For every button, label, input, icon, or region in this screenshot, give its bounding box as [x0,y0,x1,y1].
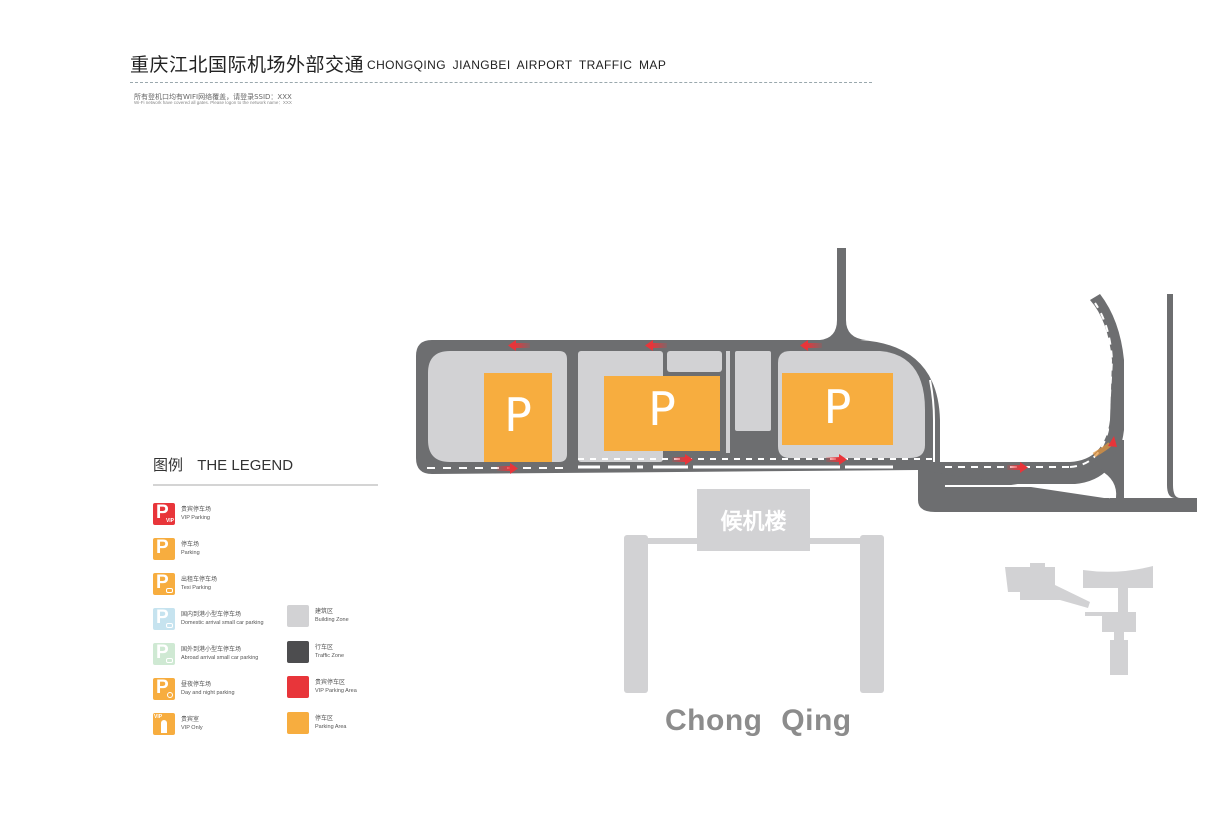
legend-label-en: Day and night parking [181,690,235,696]
legend-item-vip-parking-area: 贵宾停车区 VIP Parking Area [287,676,357,698]
terminal-pier-east [860,535,884,693]
arrow-right-2 [672,454,693,465]
day-night-parking-icon: P [153,678,175,700]
header-divider [130,82,872,83]
legend-label-en: Domestic arrival small car parking [181,620,264,626]
legend-item-building-zone: 建筑区 Building Zone [287,605,349,627]
legend-label-en: VIP Parking Area [315,688,357,694]
legend-item-parking: P 停车场 Parking [153,538,200,560]
legend-label-cn: 贵宾停车场 [181,506,212,513]
terminal-label: 候机楼 [720,510,787,535]
legend-item-vip-lounge: VIP 贵宾室 VIP Only [153,713,203,735]
parking-label-west: P [504,388,532,442]
legend-label-en: Texi Parking [181,585,211,591]
arrow-left-2 [645,340,667,351]
direction-arrows [497,340,1117,474]
building-strip [726,351,730,453]
parking-area-swatch [287,712,309,734]
legend-label-cn: 贵宾室 [181,716,200,723]
road-edges [929,379,1111,499]
building-block-center-right [735,351,771,431]
east-curve-road [1020,294,1124,484]
parking-area-east [782,373,893,445]
arrow-right-4 [1007,462,1028,473]
legend-label-cn: 建筑区 [315,608,334,615]
arrow-up-ramp [1092,436,1117,458]
legend-item-traffic-zone: 行车区 Traffic Zone [287,641,344,663]
page-title-cn: 重庆江北国际机场外部交通 [130,54,365,76]
east-concourse [1083,566,1153,675]
lower-bypass-road [918,294,1197,512]
legend-label-en: Parking [181,550,200,556]
east-terminal-structure [1005,563,1090,608]
parking-label-east: P [823,380,852,434]
parking-area-center [604,376,720,451]
legend-label-cn: 国内到港小型车停车场 [181,611,242,618]
legend-label-cn: 行车区 [315,644,334,651]
terminal-bridge [645,538,860,544]
legend-item-abroad-arrival-parking: P 国外到港小型车停车场 Abroad arrival small car par… [153,643,258,665]
legend-item-day-night-parking: P 昼夜停车场 Day and night parking [153,678,235,700]
page-title-en: CHONGQING JIANGBEI AIRPORT TRAFFIC MAP [367,58,667,72]
building-zone-swatch [287,605,309,627]
north-road-junction [820,320,866,340]
legend-title-cn: 图例 [153,456,184,474]
wifi-notice-cn: 所有登机口均有WIFI网络覆盖，请登录SSID：XXX [134,93,292,101]
legend-label-en: Parking Area [315,724,347,730]
domestic-arrival-parking-icon: P [153,608,175,630]
east-vertical-road [1118,440,1124,500]
legend-label-cn: 贵宾停车区 [315,679,346,686]
legend-label-cn: 停车场 [181,541,200,548]
north-access-road [837,248,846,333]
legend-label-en: VIP Only [181,725,203,731]
legend-label-cn: 国外到港小型车停车场 [181,646,242,653]
arrow-right-3 [826,454,847,465]
legend-label-cn: 出租车停车场 [181,576,218,583]
vip-lounge-icon: VIP [153,713,175,735]
legend-item-taxi-parking: P 出租车停车场 Texi Parking [153,573,217,595]
legend-divider [153,484,378,486]
parking-area-west [484,373,552,462]
legend-item-parking-area: 停车区 Parking Area [287,712,347,734]
arrow-left-1 [508,340,530,351]
legend-label-en: VIP Parking [181,515,210,521]
legend-label-cn: 停车区 [315,715,334,722]
parking-icon: P [153,538,175,560]
legend-label-en: Traffic Zone [315,653,345,659]
terminal-pier-west [624,535,648,693]
legend-label-en: Abroad arrival small car parking [181,655,259,661]
traffic-zone-swatch [287,641,309,663]
vip-parking-area-swatch [287,676,309,698]
building-block-center-top [667,351,722,372]
legend-title: 图例 THE LEGEND [153,454,293,475]
parking-label-center: P [648,382,676,436]
lower-bypass-road-body [935,498,1197,512]
city-label: Chong Qing [665,704,852,737]
abroad-arrival-parking-icon: P [153,643,175,665]
parking-areas [484,373,893,462]
arrow-right-1 [497,463,518,474]
arrow-left-3 [800,340,822,351]
taxi-parking-icon: P [153,573,175,595]
legend-label-en: Building Zone [315,617,349,623]
wifi-notice-en: Wi-Fi network have covered all gates. Pl… [134,100,292,105]
legend-title-en: THE LEGEND [197,457,294,474]
legend-item-domestic-arrival-parking: P 国内到港小型车停车场 Domestic arrival small car p… [153,608,264,630]
legend-label-cn: 昼夜停车场 [181,681,212,688]
